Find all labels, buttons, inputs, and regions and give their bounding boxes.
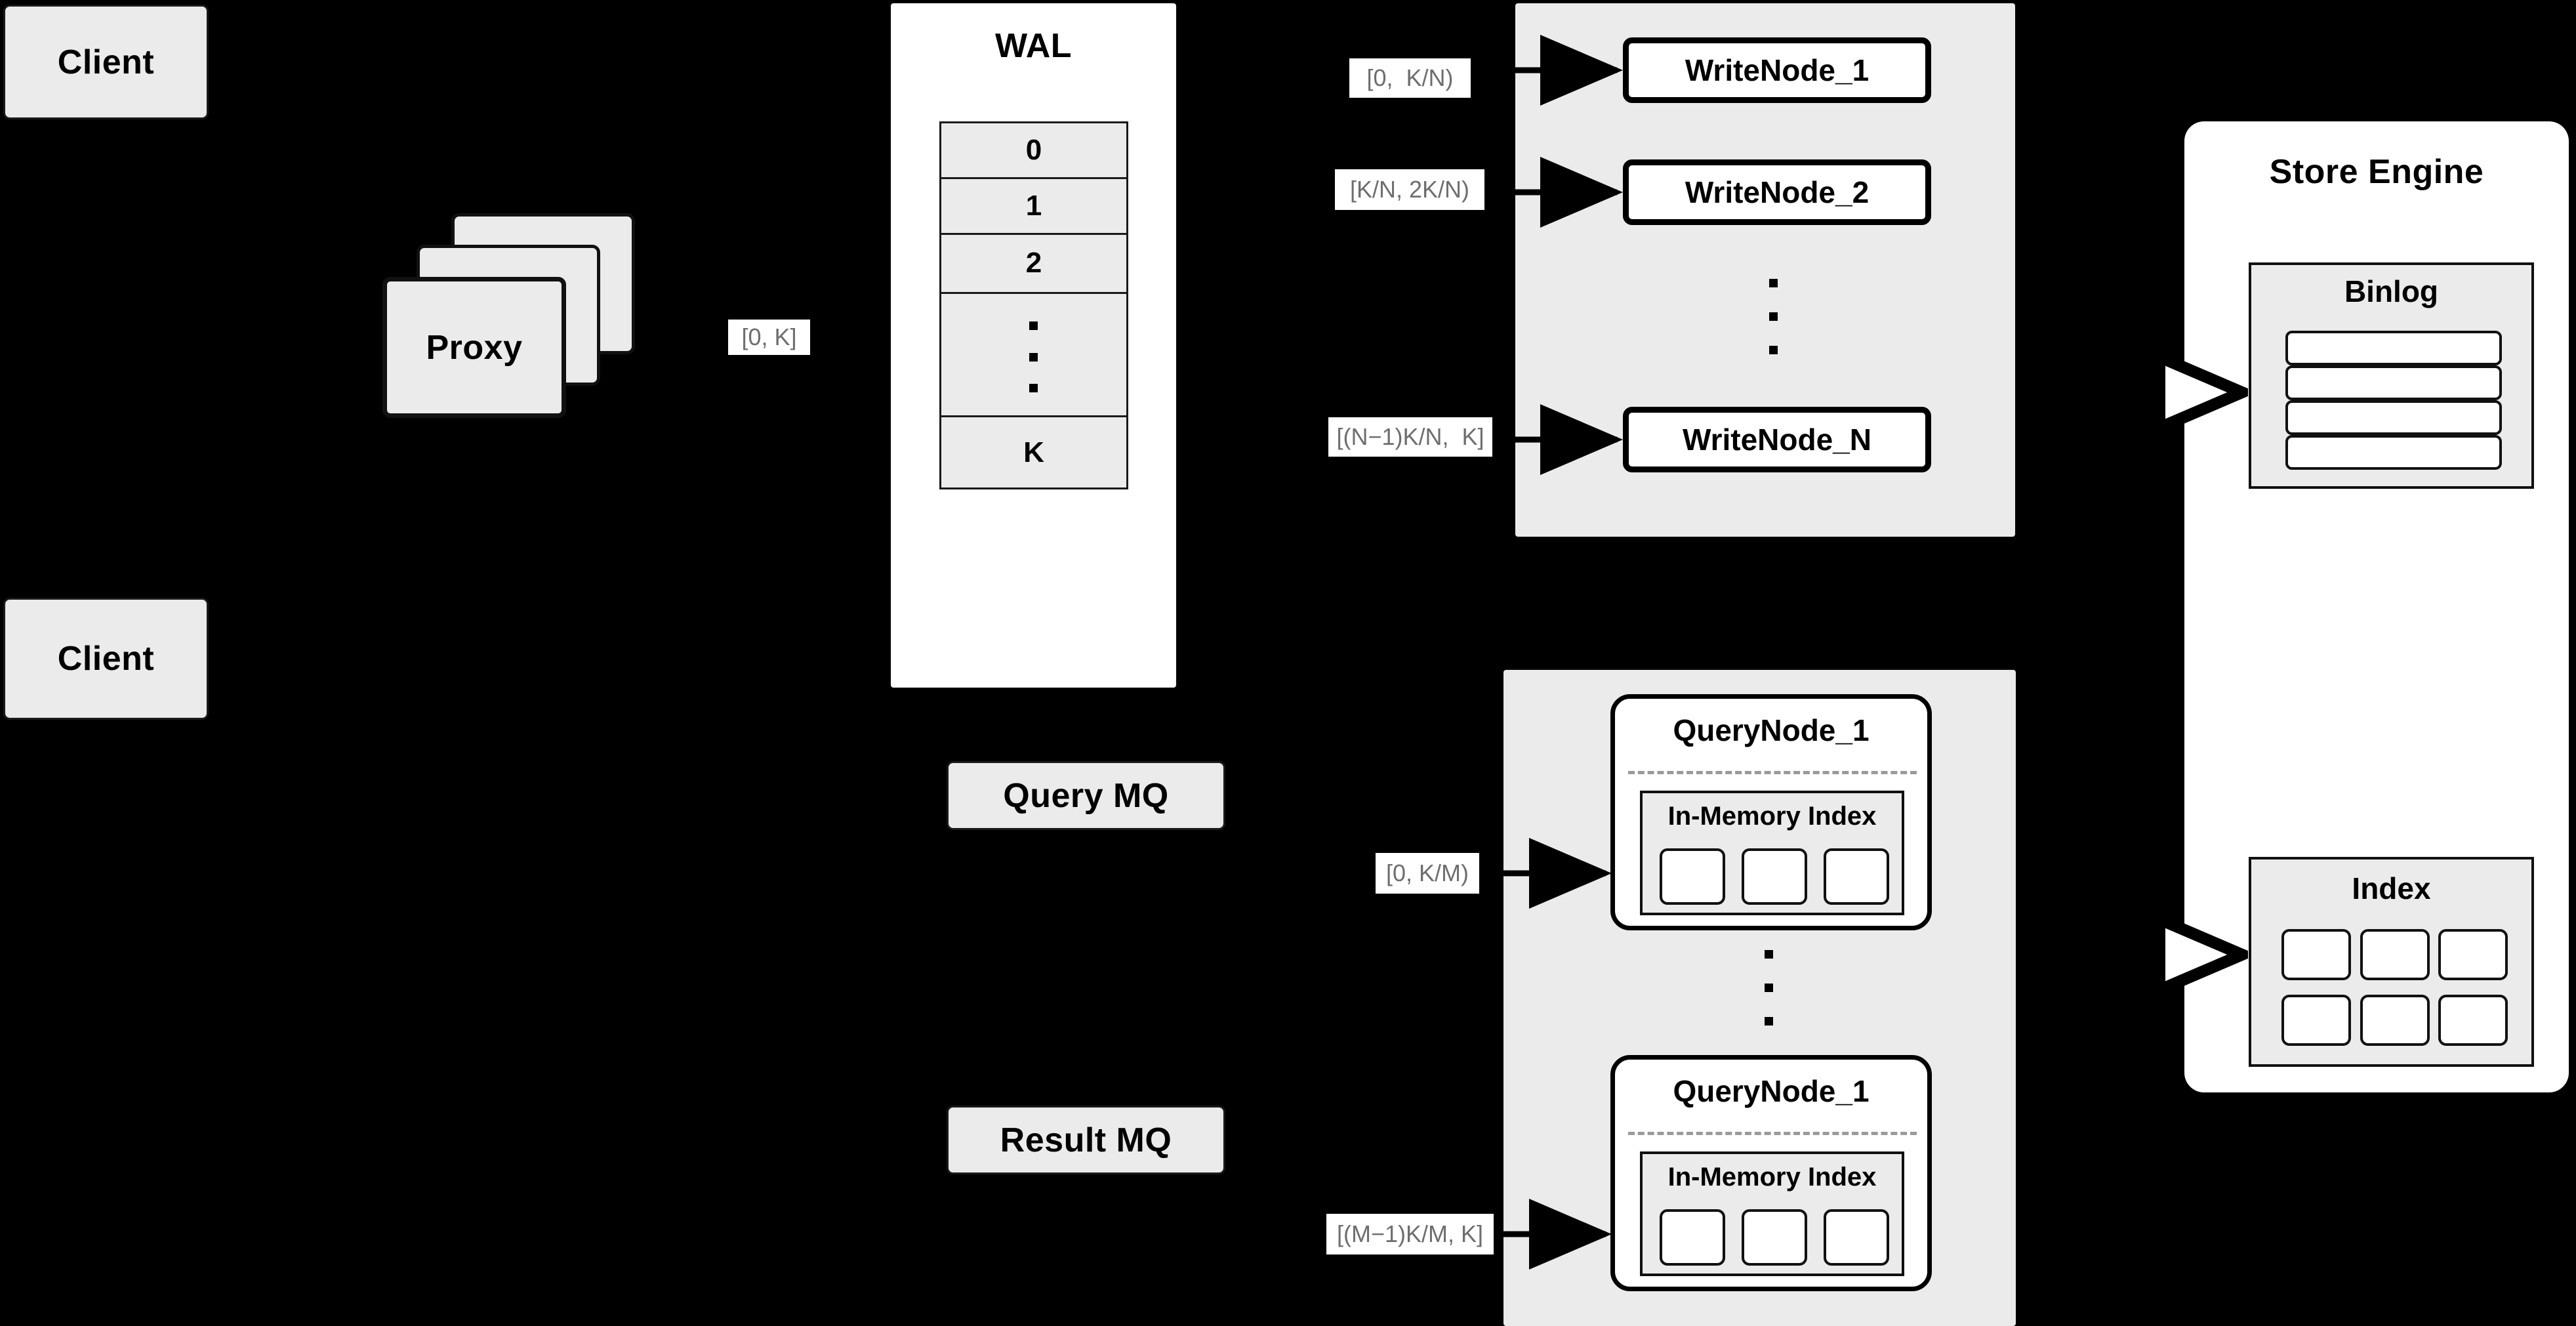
binlog-title-wrap: Binlog xyxy=(2251,272,2531,311)
edge-label-query-node-m: [(M−1)K/M, K] xyxy=(1326,1214,1494,1254)
edge-label-write-node-n: [(N−1)K/N, K] xyxy=(1328,417,1492,457)
result-mq-label: Result MQ xyxy=(1000,1121,1172,1159)
in-memory-index-title-wrap: In-Memory Index xyxy=(1643,798,1902,834)
edge-label-query-node-1: [0, K/M) xyxy=(1376,853,1479,894)
query-node-1[interactable]: QueryNode_1 In-Memory Index xyxy=(1610,694,1932,930)
index-title-wrap: Index xyxy=(2251,869,2531,908)
binlog-segment[interactable] xyxy=(2285,435,2502,470)
binlog-segment[interactable] xyxy=(2285,400,2502,435)
index-cell[interactable] xyxy=(1742,848,1807,905)
binlog-panel: Binlog xyxy=(2249,262,2534,489)
proxy-card-front[interactable]: Proxy xyxy=(382,277,566,418)
wal-row[interactable]: 1 xyxy=(941,179,1126,235)
wal-title: WAL xyxy=(994,27,1073,65)
index-panel: Index xyxy=(2249,857,2534,1067)
in-memory-index-panel: In-Memory Index xyxy=(1640,791,1904,915)
wal-row[interactable]: K xyxy=(1023,436,1044,468)
index-cell[interactable] xyxy=(2360,929,2430,980)
wal-row[interactable]: 2 xyxy=(1025,247,1042,280)
index-cell[interactable] xyxy=(2281,995,2351,1046)
index-cell[interactable] xyxy=(1824,1209,1889,1266)
query-node-divider xyxy=(1628,771,1917,774)
index-cell[interactable] xyxy=(1660,1209,1725,1266)
edge-label-write-node-1: [0, K/N) xyxy=(1349,58,1471,98)
index-cell[interactable] xyxy=(1742,1209,1807,1266)
store-engine-title: Store Engine xyxy=(2269,153,2484,191)
proxy-label: Proxy xyxy=(426,328,523,367)
binlog-segment[interactable] xyxy=(2285,331,2502,365)
in-memory-index-title: In-Memory Index xyxy=(1667,1162,1877,1191)
write-node-ellipsis-dots xyxy=(1769,279,1778,354)
index-cell[interactable] xyxy=(1660,848,1725,905)
client-box-top[interactable]: Client xyxy=(3,5,209,119)
proxy-stack[interactable]: Proxy xyxy=(382,213,658,430)
in-memory-index-panel: In-Memory Index xyxy=(1640,1151,1904,1276)
write-node-label: WriteNode_1 xyxy=(1685,53,1870,87)
wal-ellipsis-dots xyxy=(1029,321,1038,392)
query-mq-box[interactable]: Query MQ xyxy=(947,761,1225,830)
write-node-1[interactable]: WriteNode_1 xyxy=(1623,37,1931,103)
query-node-label: QueryNode_1 xyxy=(1673,713,1870,747)
wal-title-wrap: WAL xyxy=(891,26,1176,66)
index-cell[interactable] xyxy=(2438,929,2508,980)
index-cell[interactable] xyxy=(2438,995,2508,1046)
binlog-segment[interactable] xyxy=(2285,365,2502,400)
index-cell[interactable] xyxy=(2360,995,2430,1046)
client-box-bottom[interactable]: Client xyxy=(3,598,209,720)
write-node-label: WriteNode_2 xyxy=(1685,175,1870,209)
in-memory-index-title-wrap: In-Memory Index xyxy=(1643,1159,1902,1195)
query-node-title-wrap: QueryNode_1 xyxy=(1615,1071,1927,1111)
index-cell[interactable] xyxy=(2281,929,2351,980)
wal-row[interactable]: 0 xyxy=(941,123,1126,179)
in-memory-index-title: In-Memory Index xyxy=(1667,801,1877,831)
write-node-label: WriteNode_N xyxy=(1683,423,1871,457)
query-node-ellipsis-dots xyxy=(1765,950,1773,1026)
query-node-title-wrap: QueryNode_1 xyxy=(1615,711,1927,750)
client-label: Client xyxy=(57,640,155,678)
binlog-title: Binlog xyxy=(2344,274,2439,308)
query-node-label: QueryNode_1 xyxy=(1673,1074,1870,1108)
client-label: Client xyxy=(57,43,155,81)
edge-label-write-node-2: [K/N, 2K/N) xyxy=(1335,169,1484,210)
index-title: Index xyxy=(2352,871,2431,905)
wal-row-list: 0 1 2 xyxy=(939,121,1128,294)
query-mq-label: Query MQ xyxy=(1003,776,1169,815)
edge-label-proxy-to-wal: [0, K] xyxy=(728,320,810,355)
query-node-m[interactable]: QueryNode_1 In-Memory Index xyxy=(1610,1055,1932,1291)
write-node-n[interactable]: WriteNode_N xyxy=(1623,407,1931,472)
query-node-divider xyxy=(1628,1132,1917,1135)
result-mq-box[interactable]: Result MQ xyxy=(947,1106,1225,1174)
wal-row-last[interactable]: K xyxy=(939,417,1128,489)
store-engine-title-wrap: Store Engine xyxy=(2184,151,2569,193)
write-node-2[interactable]: WriteNode_2 xyxy=(1623,159,1931,225)
index-cell[interactable] xyxy=(1824,848,1889,905)
